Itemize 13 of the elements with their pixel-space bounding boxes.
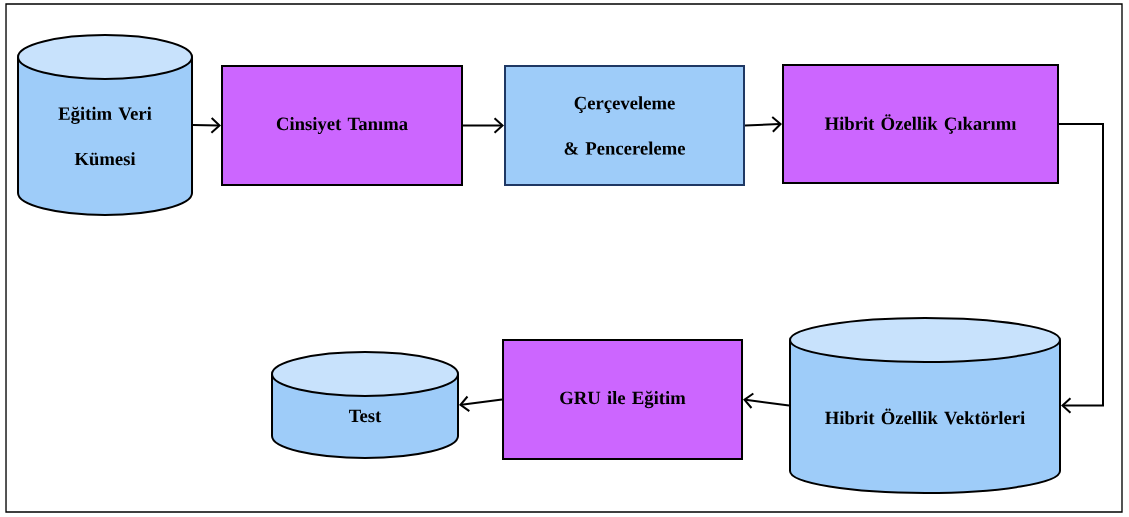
arrow (1058, 123, 1104, 414)
cylinder: Eğitim Veri Kümesi (17, 34, 193, 216)
arrow (192, 117, 221, 134)
arrow (744, 116, 782, 133)
arrow (462, 117, 504, 134)
cylinder: Test (271, 351, 459, 459)
process-box: Çerçeveleme & Pencereleme (504, 65, 745, 186)
process-box: Hibrit Özellik Çıkarımı (782, 64, 1059, 184)
arrow (459, 395, 503, 413)
arrow (743, 392, 790, 409)
cylinder: Hibrit Özellik Vektörleri (789, 317, 1061, 494)
process-box: Cinsiyet Tanıma (221, 65, 463, 186)
process-box: GRU ile Eğitim (502, 339, 743, 460)
